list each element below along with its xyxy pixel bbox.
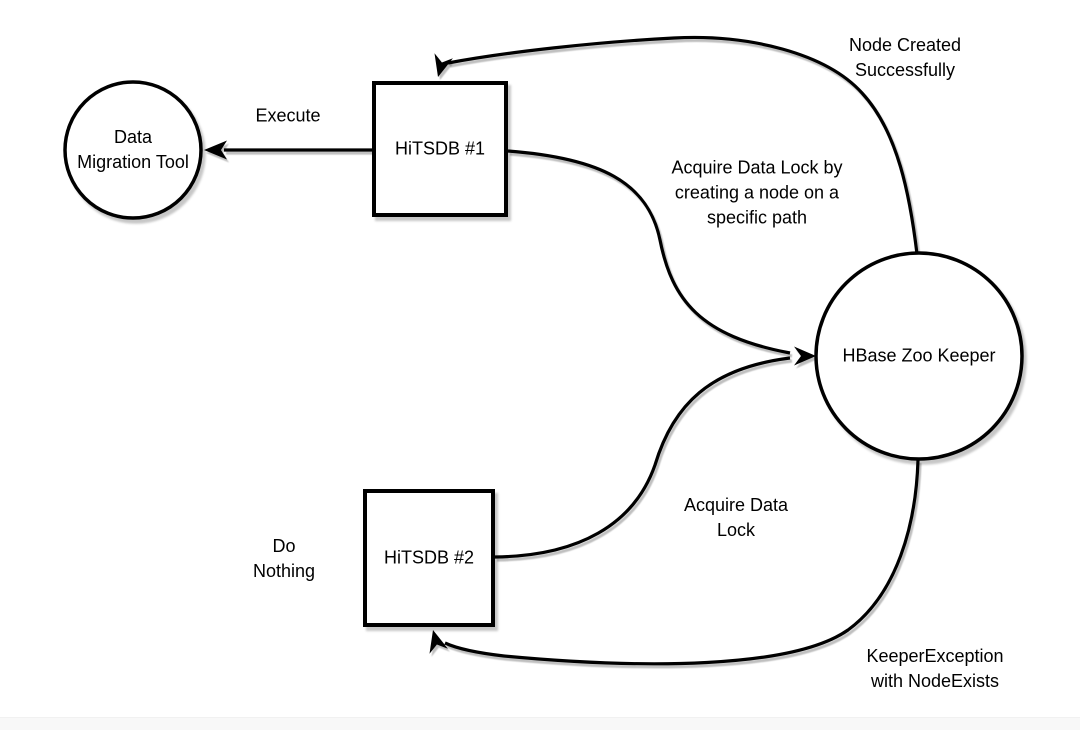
edge-keeper-exception	[444, 459, 920, 666]
node-hitsdb-2	[363, 489, 495, 627]
node-label-data-migration-tool: Data Migration Tool	[77, 127, 189, 172]
edge-acquire-data-lock-create-node	[507, 149, 791, 355]
arrowhead-into-zookeeper	[794, 346, 816, 366]
node-label-hbase-zookeeper: HBase Zoo Keeper	[842, 345, 996, 366]
edge-node-created-successfully	[447, 35, 919, 255]
edge-label-acquire-data-lock-create-node: Acquire Data Lock by creating a node on …	[671, 157, 843, 228]
node-label-hitsdb-2: HiTSDB #2	[383, 547, 475, 568]
arrowhead-node-created-successfully	[434, 53, 453, 77]
edge-label-keeper-exception: KeeperException with NodeExists	[866, 646, 1004, 691]
node-data-migration-tool	[63, 80, 203, 220]
node-label-hitsdb-1: HiTSDB #1	[394, 138, 486, 159]
node-hitsdb-1	[372, 81, 508, 217]
edge-label-acquire-data-lock: Acquire Data Lock	[683, 495, 789, 540]
edge-acquire-data-lock	[494, 356, 791, 559]
annotation-do-nothing: Do Nothing	[252, 536, 316, 581]
footer-strip	[0, 717, 1080, 730]
edge-label-execute: Execute	[255, 105, 321, 126]
edge-label-node-created-successfully: Node Created Successfully	[848, 35, 962, 80]
node-hbase-zookeeper	[814, 251, 1024, 461]
arrowhead-keeper-exception	[429, 630, 448, 654]
arrowhead-execute	[204, 140, 227, 160]
